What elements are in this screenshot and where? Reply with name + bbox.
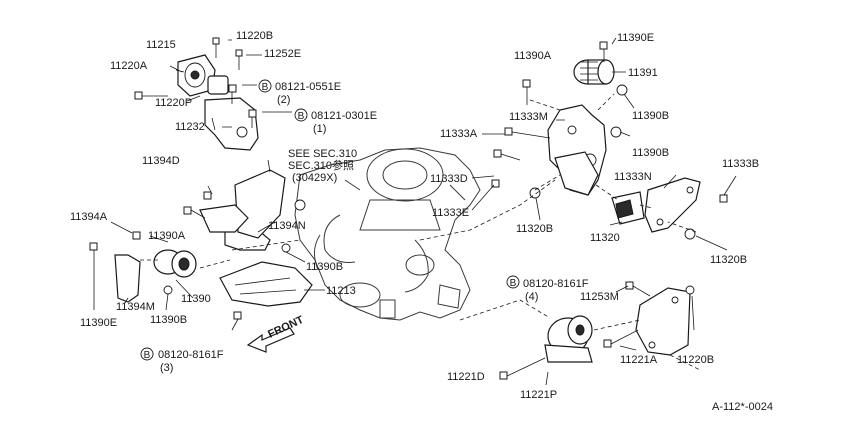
- svg-text:B: B: [144, 350, 151, 361]
- bolt-11394D: [203, 185, 213, 200]
- insulator-11390: [153, 249, 197, 278]
- label-11221P: 11221P: [520, 389, 557, 401]
- insulator-11221: [544, 315, 593, 363]
- label-08121-0301E: 08121-0301E: [311, 110, 377, 122]
- bolt-08121-0551E: [228, 84, 237, 104]
- bolt-11221A: [603, 329, 639, 348]
- label-11390E-left: 11390E: [80, 317, 117, 329]
- plate-11213: [219, 261, 325, 331]
- label-see-sec-310: SEE SEC.310: [288, 148, 357, 160]
- label-08120-8161F-left: 08120-8161F: [158, 349, 224, 361]
- bolt-11252E: [235, 49, 243, 70]
- label-11391: 11391: [628, 67, 658, 79]
- label-11213: 11213: [326, 285, 356, 297]
- nut-11390B-left: [163, 285, 173, 295]
- bolt-11333D: [493, 149, 521, 161]
- label-qty-4: (4): [525, 291, 538, 303]
- label-11220B-bottom: 11220B: [677, 354, 714, 366]
- label-11333B: 11333B: [722, 158, 759, 170]
- mount-11215-group: [134, 37, 292, 151]
- bolt-11390E-left: [89, 242, 98, 310]
- label-11252E: 11252E: [264, 48, 301, 60]
- label-11333M: 11333M: [509, 111, 548, 123]
- label-11390E-right: 11390E: [617, 32, 654, 44]
- bolt-11220B-top: [212, 37, 220, 58]
- bolt-11390A-right: [522, 79, 531, 105]
- label-ref-code: A-112*-0024: [712, 401, 773, 413]
- bolt-08120-8161F-left: [231, 311, 242, 331]
- circle-b-08121-0301E: B: [294, 108, 308, 122]
- label-qty-1: (1): [313, 123, 326, 135]
- insulator-11391: [573, 59, 615, 85]
- bolt-11394A: [132, 231, 141, 240]
- label-11390A-right: 11390A: [514, 50, 552, 62]
- label-11320: 11320: [590, 232, 620, 244]
- label-11320B-mid: 11320B: [516, 223, 553, 235]
- nut-11320B-right: [684, 228, 696, 240]
- label-11221D: 11221D: [447, 371, 485, 383]
- label-11394N: 11394N: [268, 220, 306, 232]
- svg-text:B: B: [262, 82, 269, 93]
- label-11253M: 11253M: [580, 291, 619, 303]
- label-11333D: 11333D: [430, 173, 468, 185]
- label-08120-8161F-right: 08120-8161F: [523, 278, 589, 290]
- label-11390A-left: 11390A: [148, 230, 186, 242]
- circle-b-08121-0551E: B: [258, 79, 272, 93]
- label-11333A: 11333A: [440, 128, 478, 140]
- label-11333E: 11333E: [432, 207, 469, 219]
- label-qty-2: (2): [277, 94, 290, 106]
- circle-b-08120-8161F-right: B: [506, 275, 520, 289]
- label-30429x: (30429X): [292, 172, 337, 184]
- mount-11391-group: [419, 37, 737, 251]
- svg-text:B: B: [510, 278, 517, 289]
- label-11390B-right: 11390B: [632, 110, 669, 122]
- label-11220A: 11220A: [110, 60, 148, 72]
- label-qty-3: (3): [160, 362, 173, 374]
- mount-11320: [611, 191, 645, 225]
- svg-text:B: B: [298, 111, 305, 122]
- label-11232: 11232: [175, 121, 205, 133]
- mount-11221-group: [459, 281, 701, 386]
- bolt-11221D: [499, 357, 546, 380]
- nut-11320B-mid: [529, 187, 541, 199]
- nut-11220B-bottom: [685, 285, 695, 295]
- label-11220B-top: 11220B: [236, 30, 273, 42]
- nut-11390B-mid: [281, 243, 291, 253]
- label-11394D: 11394D: [142, 155, 180, 167]
- label-08121-0551E: 08121-0551E: [275, 81, 341, 93]
- engine-block: [294, 147, 481, 321]
- mount-11390-left-group: [89, 159, 306, 311]
- bolt-08120-8161F-right: [625, 281, 651, 297]
- label-11394M: 11394M: [116, 301, 155, 313]
- bolt-11390E-right: [599, 41, 608, 62]
- bolt-08121-0301E: [248, 109, 257, 128]
- front-arrow: [246, 327, 295, 353]
- bolt-11220A: [134, 91, 168, 100]
- label-11215: 11215: [146, 39, 176, 51]
- label-11220P: 11220P: [155, 97, 192, 109]
- circle-b-08120-8161F-left: B: [140, 347, 154, 361]
- label-11390: 11390: [181, 293, 211, 305]
- nut-11390B-right: [616, 84, 628, 96]
- label-11394A: 11394A: [70, 211, 108, 223]
- label-see-sec-310-jp: SEC.310参照: [288, 158, 354, 172]
- label-11390B-left: 11390B: [150, 314, 187, 326]
- bolt-11333B: [719, 175, 737, 203]
- bolt-11390A-left: [183, 206, 206, 219]
- label-11390B-mid: 11390B: [306, 261, 343, 273]
- bolt-11333A: [504, 127, 551, 139]
- label-11333N: 11333N: [614, 171, 652, 183]
- label-11320B-right: 11320B: [710, 254, 747, 266]
- label-11221A: 11221A: [620, 354, 658, 366]
- label-11390B-r2: 11390B: [632, 147, 669, 159]
- nut-11390B-r2: [610, 126, 622, 138]
